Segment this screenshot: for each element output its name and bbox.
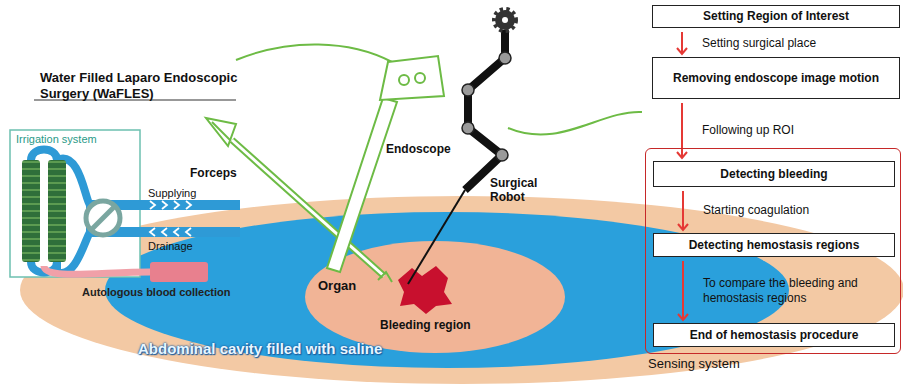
bleeding-region xyxy=(398,266,452,314)
group-title: Sensing system xyxy=(648,356,740,371)
robot-joint xyxy=(462,84,474,96)
illustration-label: Surgical Robot xyxy=(490,176,550,205)
endoscope-eyepiece xyxy=(380,56,444,100)
box-text: Detecting hemostasis regions xyxy=(689,238,860,252)
illustration-label: Drainage xyxy=(148,240,193,253)
robot-joint xyxy=(462,122,474,134)
box-text: End of hemostasis procedure xyxy=(690,328,859,342)
robot-gear xyxy=(502,17,508,23)
flow-chevrons xyxy=(150,228,191,236)
forceps-handle xyxy=(212,122,230,140)
endoscope-lens xyxy=(415,73,425,83)
process-box: Setting Region of Interest xyxy=(652,5,900,28)
forceps-tip xyxy=(378,272,392,282)
endoscope-cable xyxy=(236,44,392,62)
flow-arrow xyxy=(678,191,688,230)
illustration-label: Bleeding region xyxy=(380,318,471,332)
robot-gear xyxy=(495,10,515,30)
flow-arrow xyxy=(677,32,687,54)
robot-instrument xyxy=(408,190,465,284)
robot-cable xyxy=(508,112,642,135)
illustration-label: Supplying xyxy=(148,187,196,200)
arrow-label: To compare the bleeding and hemostasis r… xyxy=(703,276,883,305)
illustration-label: Water Filled Laparo Endoscopic Surgery (… xyxy=(40,70,240,101)
robot-arm xyxy=(465,30,505,190)
robot-joint xyxy=(499,52,511,64)
arrow-label: Setting surgical place xyxy=(702,36,816,50)
illustration-label: Abdominal cavity filled with saline xyxy=(138,340,382,358)
flow-arrow xyxy=(678,261,688,320)
abdominal-cavity xyxy=(20,196,903,384)
endoscope-lens xyxy=(399,75,409,85)
box-text: Setting Region of Interest xyxy=(703,9,849,23)
illustration-label: Irrigation system xyxy=(16,133,97,146)
illustration-label: Endoscope xyxy=(386,142,451,156)
endoscope-shaft xyxy=(327,98,397,272)
box-text: Detecting bleeding xyxy=(720,167,827,181)
valve-symbol xyxy=(91,206,115,230)
illustration-label: Organ xyxy=(318,278,356,294)
pump-cylinder xyxy=(22,160,40,262)
sensing-group: Sensing systemDetecting bleedingDetectin… xyxy=(645,148,901,354)
pump-cylinder xyxy=(48,160,66,262)
arrow-label: Following up ROI xyxy=(702,123,794,137)
box-text: Removing endoscope image motion xyxy=(673,71,879,85)
valve-symbol xyxy=(86,201,120,235)
illustration-label: Autologous blood collection xyxy=(82,286,230,299)
illustration-label: Forceps xyxy=(190,166,237,180)
process-box: Removing endoscope image motion xyxy=(652,57,900,99)
process-box: Detecting hemostasis regions xyxy=(653,233,895,257)
flow-arrow xyxy=(677,103,687,158)
blood-tube xyxy=(44,266,150,274)
flow-chevrons xyxy=(150,201,191,209)
process-box: Detecting bleeding xyxy=(653,161,895,187)
forceps-handle xyxy=(206,118,236,146)
blood-collection-box xyxy=(150,262,208,282)
robot-joint xyxy=(496,149,508,161)
arrow-label: Starting coagulation xyxy=(703,203,809,217)
process-box: End of hemostasis procedure xyxy=(653,323,895,347)
